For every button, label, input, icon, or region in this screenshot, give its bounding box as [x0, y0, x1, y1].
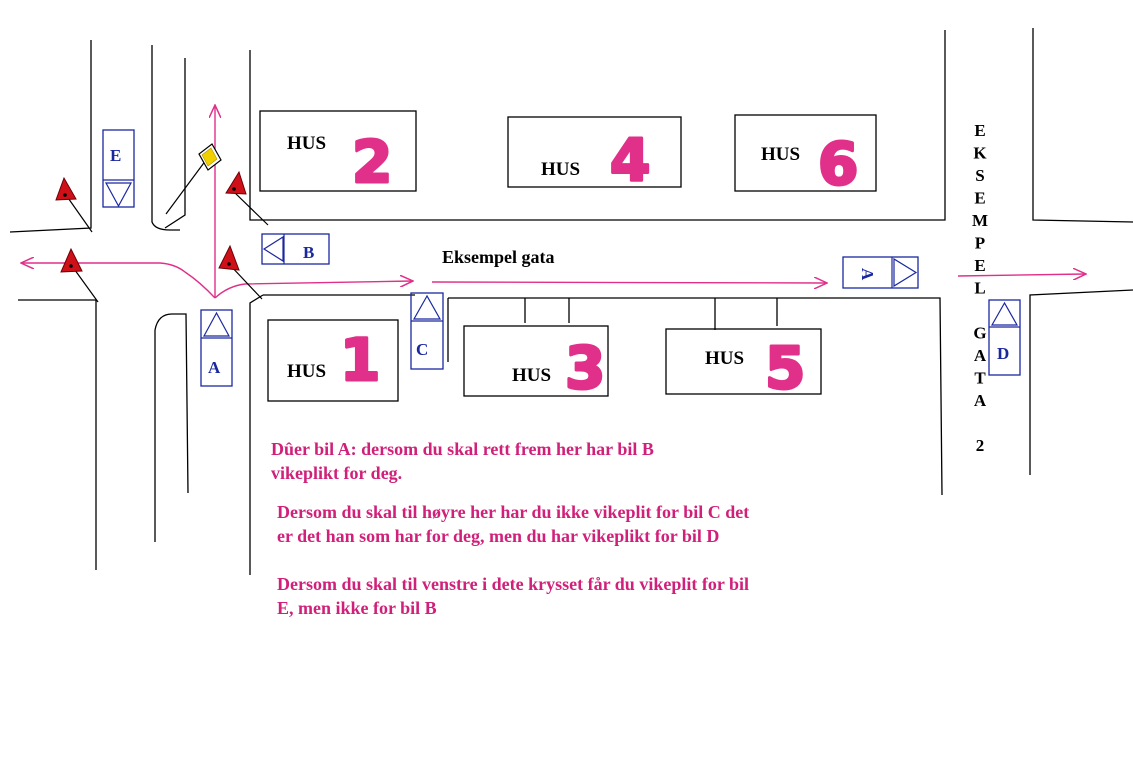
- arrow-icon: [214, 281, 412, 299]
- car-b: B: [261, 233, 330, 265]
- travel-arrows: [22, 106, 1085, 299]
- house-label: HUS: [761, 144, 800, 165]
- explanation-line: Dûer bil A: dersom du skal rett frem he…: [271, 439, 654, 459]
- house-number: 1: [340, 326, 380, 394]
- road-edge: [1029, 289, 1133, 475]
- car-d: D: [988, 299, 1021, 376]
- car-label: A: [858, 268, 877, 281]
- house-label: HUS: [541, 159, 580, 180]
- explanation-para-1: Dûer bil A: dersom du skal rett frem he…: [271, 437, 654, 485]
- warning-triangle-icon: [55, 176, 93, 233]
- side-street-letter: 2: [976, 436, 985, 455]
- side-street-letter: E: [974, 121, 985, 140]
- arrow-icon: [957, 274, 1085, 276]
- car-c: C: [410, 292, 444, 370]
- house-1: HUS 1: [267, 319, 399, 402]
- arrow-icon: [431, 282, 826, 283]
- house-6: HUS 6: [734, 114, 877, 200]
- car-label: E: [110, 146, 121, 165]
- house-4: HUS 4: [507, 116, 682, 196]
- car-label: C: [416, 340, 428, 359]
- house-number: 5: [765, 334, 805, 402]
- priority-road-diamond-icon: [165, 143, 222, 215]
- house-label: HUS: [287, 361, 326, 382]
- house-label: HUS: [287, 133, 326, 154]
- car-label: A: [208, 358, 221, 377]
- house-number: 3: [565, 334, 605, 402]
- road-edge: [1032, 28, 1133, 223]
- side-street-letter: L: [974, 279, 985, 298]
- house-number: 6: [818, 130, 858, 198]
- road-edges: [9, 28, 1133, 575]
- car-a: A: [200, 309, 233, 387]
- house-2: HUS 2: [259, 110, 417, 198]
- road-edge: [154, 313, 189, 494]
- road-edge: [18, 299, 97, 570]
- car-a-rotated: A: [842, 256, 919, 289]
- car-label: D: [997, 344, 1009, 363]
- house-label: HUS: [512, 365, 551, 386]
- house-5: HUS 5: [665, 328, 822, 404]
- house-number: 4: [610, 126, 650, 194]
- explanation-line: E, men ikke for bil B: [277, 598, 437, 618]
- arrow-icon: [22, 263, 216, 299]
- side-street-letter: E: [974, 189, 985, 208]
- explanation-para-2: Dersom du skal til høyre her har du ikke…: [277, 500, 749, 548]
- car-label: B: [303, 243, 314, 262]
- car-e: E: [102, 129, 135, 208]
- side-street-letter: S: [975, 166, 984, 185]
- explanation-line: vikeplikt for deg.: [271, 463, 403, 483]
- house-3: HUS 3: [463, 325, 609, 404]
- side-street-letter: P: [975, 234, 985, 253]
- side-street-letter: T: [974, 369, 986, 388]
- explanation-para-3: Dersom du skal til venstre i dete krysse…: [277, 572, 749, 620]
- road-edge: [249, 30, 946, 221]
- side-street-letter: M: [972, 211, 988, 230]
- side-street-letter: E: [974, 256, 985, 275]
- road-edge: [448, 297, 943, 496]
- explanation-line: er det han som har for deg, men du har v…: [277, 526, 720, 546]
- main-street-name: Eksempel gata: [442, 247, 555, 267]
- side-street-letter: A: [974, 346, 987, 365]
- road-edge: [151, 45, 180, 231]
- warning-triangle-icon: [60, 247, 99, 303]
- warning-triangle-icon: [218, 244, 263, 300]
- explanation-line: Dersom du skal til venstre i dete krysse…: [277, 574, 749, 594]
- side-street-letter: G: [973, 324, 986, 343]
- side-street-letter: K: [973, 144, 987, 163]
- side-street-letter: A: [974, 391, 987, 410]
- road-edge: [9, 40, 92, 233]
- house-number: 2: [352, 128, 392, 196]
- road-edge: [164, 58, 186, 229]
- explanation-line: Dersom du skal til høyre her har du ikke…: [277, 502, 750, 522]
- house-label: HUS: [705, 348, 744, 369]
- road-edge: [249, 294, 264, 575]
- warning-triangle-icon: [225, 170, 269, 226]
